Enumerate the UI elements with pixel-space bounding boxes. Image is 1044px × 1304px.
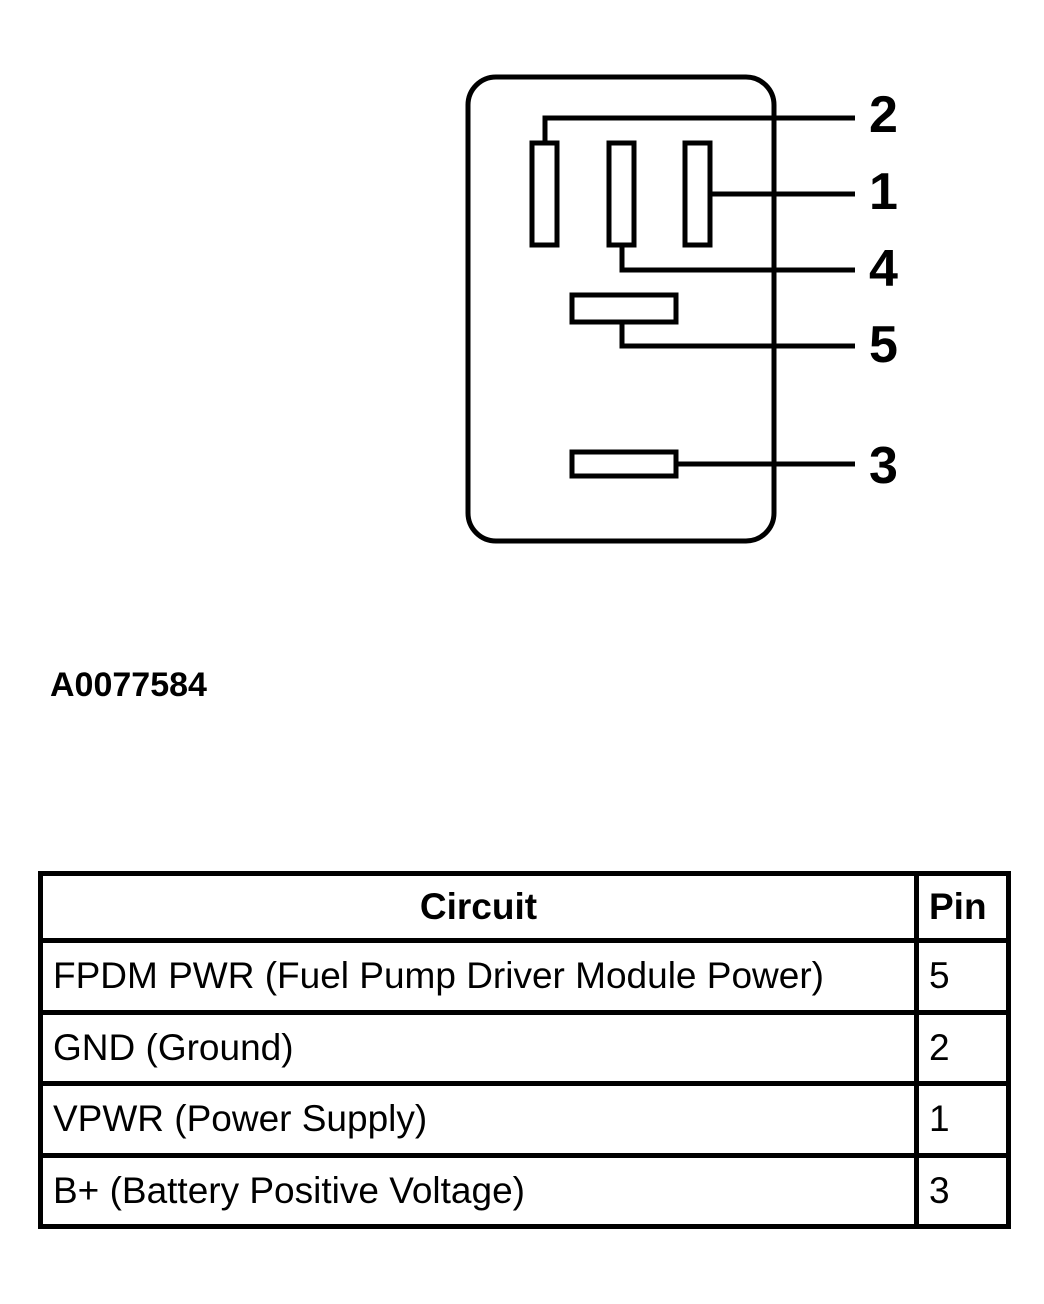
table-row: B+ (Battery Positive Voltage) 3 bbox=[38, 1152, 1011, 1229]
table-row: FPDM PWR (Fuel Pump Driver Module Power)… bbox=[38, 938, 1011, 1015]
circuit-cell: FPDM PWR (Fuel Pump Driver Module Power) bbox=[38, 938, 919, 1015]
header-circuit: Circuit bbox=[38, 871, 919, 943]
terminal-pin-4 bbox=[606, 140, 637, 248]
circuit-cell: VPWR (Power Supply) bbox=[38, 1081, 919, 1158]
pin-circuit-table: Circuit Pin FPDM PWR (Fuel Pump Driver M… bbox=[38, 871, 1011, 1229]
terminal-pin-1 bbox=[682, 140, 713, 248]
pin-cell: 2 bbox=[914, 1009, 1011, 1086]
figure-id-label: A0077584 bbox=[50, 666, 207, 704]
leader-line-pin-4 bbox=[619, 245, 855, 273]
circuit-cell: B+ (Battery Positive Voltage) bbox=[38, 1152, 919, 1229]
terminal-pin-5 bbox=[569, 292, 679, 325]
connector-face-diagram: 2 1 4 5 3 bbox=[465, 74, 898, 544]
table-header-row: Circuit Pin bbox=[38, 871, 1011, 943]
pin-cell: 1 bbox=[914, 1081, 1011, 1158]
terminal-pin-2 bbox=[529, 140, 560, 248]
pin-label-4: 4 bbox=[869, 240, 898, 298]
leader-line-pin-2 bbox=[542, 115, 855, 143]
leader-line-pin-5 bbox=[619, 322, 855, 349]
pin-cell: 3 bbox=[914, 1152, 1011, 1229]
terminal-pin-3 bbox=[569, 449, 679, 479]
circuit-cell: GND (Ground) bbox=[38, 1009, 919, 1086]
connector-housing bbox=[465, 74, 777, 544]
table-row: VPWR (Power Supply) 1 bbox=[38, 1081, 1011, 1158]
header-pin: Pin bbox=[914, 871, 1011, 943]
pin-label-3: 3 bbox=[869, 437, 898, 495]
pin-label-5: 5 bbox=[869, 316, 898, 374]
pin-cell: 5 bbox=[914, 938, 1011, 1015]
pin-label-2: 2 bbox=[869, 86, 898, 144]
pin-label-1: 1 bbox=[869, 163, 898, 221]
table-row: GND (Ground) 2 bbox=[38, 1009, 1011, 1086]
